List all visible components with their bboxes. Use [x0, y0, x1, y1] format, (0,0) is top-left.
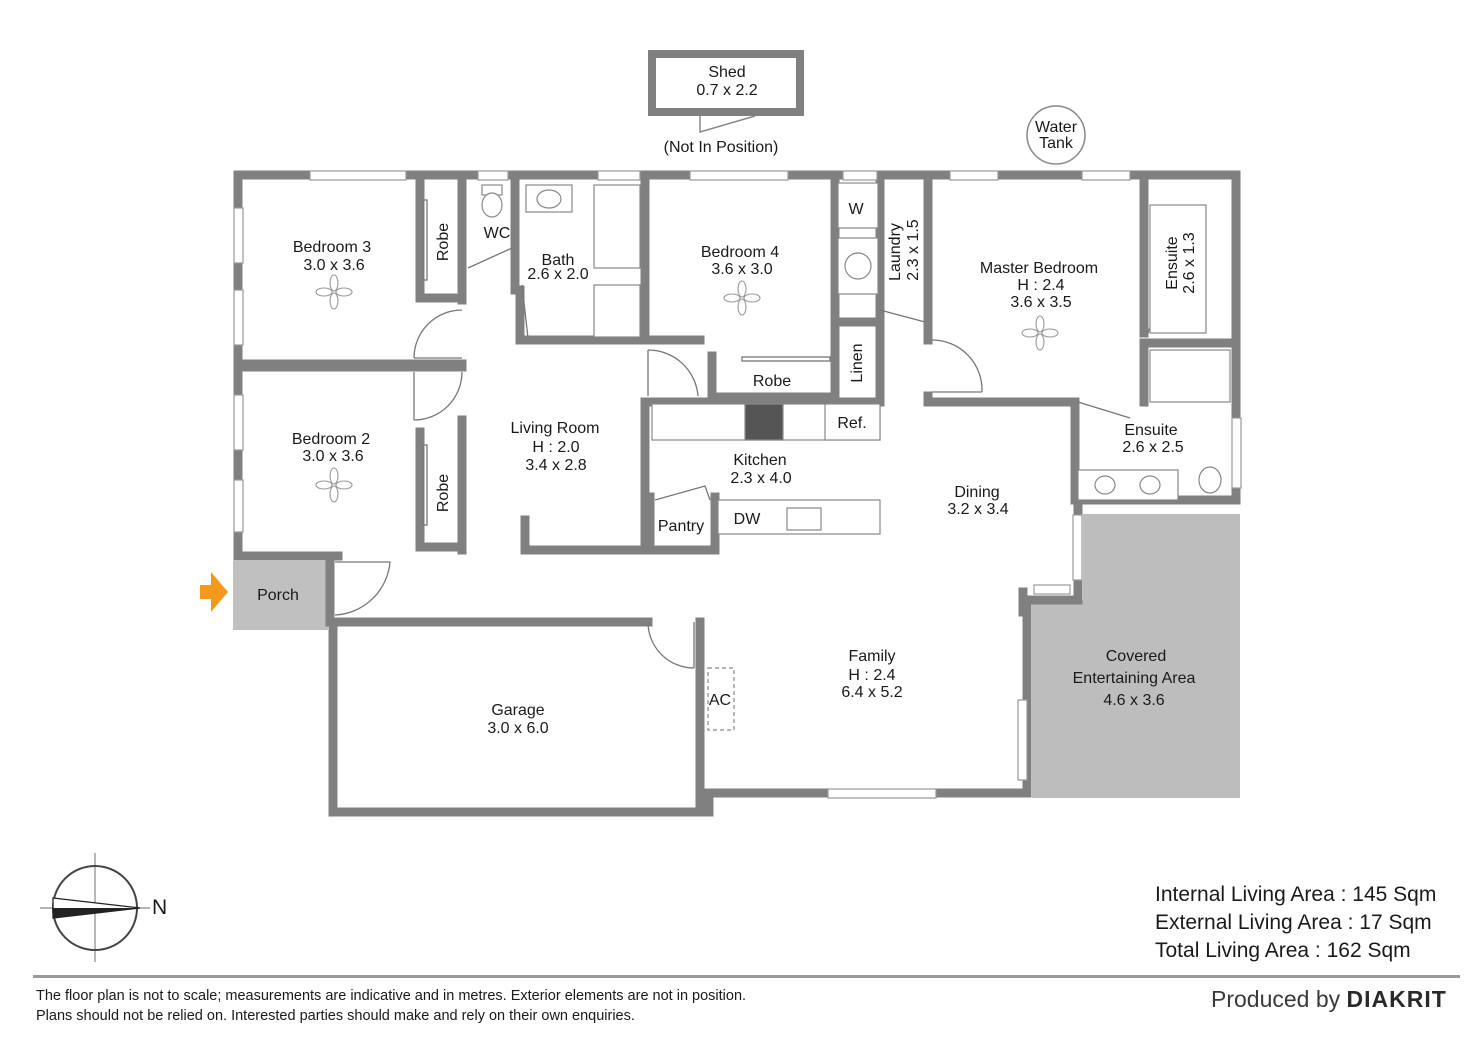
- living-name: Living Room: [511, 420, 600, 437]
- doors: [334, 199, 1161, 669]
- living-size: 3.4 x 2.8: [525, 457, 586, 474]
- ac-label: AC: [709, 692, 731, 709]
- bath-name: Bath: [542, 252, 575, 269]
- bedroom3-name: Bedroom 3: [293, 239, 371, 256]
- robe-b3-label: Robe: [435, 223, 452, 261]
- laundry-size: 2.3 x 1.5: [905, 219, 922, 280]
- garage-name: Garage: [491, 702, 544, 719]
- robe-b2-label: Robe: [435, 474, 452, 512]
- compass-icon: [40, 853, 150, 962]
- bedroom4-size: 3.6 x 3.0: [711, 261, 772, 278]
- master-height: H : 2.4: [1017, 277, 1064, 294]
- bedroom3-size: 3.0 x 3.6: [303, 257, 364, 274]
- ensuite1-size: 2.6 x 1.3: [1181, 232, 1198, 293]
- master-name: Master Bedroom: [980, 260, 1098, 277]
- garage-size: 3.0 x 6.0: [487, 720, 548, 737]
- disclaimer-line1: The floor plan is not to scale; measurem…: [36, 988, 747, 1004]
- ensuite1-name: Ensuite: [1164, 236, 1181, 289]
- covered-area: [1032, 514, 1240, 798]
- ceiling-fans: [315, 274, 1059, 503]
- covered-line1: Covered: [1106, 648, 1166, 665]
- water-tank-line2: Tank: [1039, 135, 1074, 152]
- family-size: 6.4 x 5.2: [841, 684, 902, 701]
- shed: [648, 50, 804, 133]
- disclaimer-line2: Plans should not be relied on. Intereste…: [36, 1008, 635, 1024]
- dining-name: Dining: [954, 484, 999, 501]
- bedroom4-name: Bedroom 4: [701, 244, 779, 261]
- produced-by-credit: Produced by DIAKRIT: [1211, 986, 1447, 1013]
- family-name: Family: [848, 648, 895, 665]
- fixtures: [481, 182, 1231, 731]
- compass-north-label: N: [152, 896, 168, 919]
- laundry-name: Laundry: [887, 223, 904, 281]
- dw-label: DW: [734, 511, 762, 528]
- ensuite2-size: 2.6 x 2.5: [1122, 439, 1183, 456]
- covered-size: 4.6 x 3.6: [1103, 692, 1164, 709]
- ref-label: Ref.: [837, 415, 866, 432]
- dining-size: 3.2 x 3.4: [947, 501, 1008, 518]
- porch-label: Porch: [257, 587, 299, 604]
- shed-size: 0.7 x 2.2: [696, 82, 757, 99]
- total-area: Total Living Area : 162 Sqm: [1155, 939, 1411, 962]
- water-tank-line1: Water: [1035, 119, 1078, 136]
- porch-area: [233, 561, 328, 630]
- kitchen-name: Kitchen: [733, 452, 786, 469]
- entry-arrow-icon: [200, 572, 228, 612]
- windows: [233, 170, 1242, 799]
- wc-label: WC: [484, 225, 511, 242]
- internal-area: Internal Living Area : 145 Sqm: [1155, 883, 1437, 906]
- brand-logo: DIAKRIT: [1346, 986, 1447, 1012]
- pantry-label: Pantry: [658, 518, 704, 535]
- produced-by-text: Produced by: [1211, 986, 1341, 1012]
- family-height: H : 2.4: [848, 667, 895, 684]
- shed-name: Shed: [708, 64, 745, 81]
- water-tank-circle: [1026, 105, 1086, 165]
- linen-label: Linen: [849, 343, 866, 382]
- bedroom2-name: Bedroom 2: [292, 431, 370, 448]
- living-height: H : 2.0: [532, 439, 579, 456]
- ensuite2-name: Ensuite: [1124, 422, 1177, 439]
- w-label: W: [848, 201, 864, 218]
- covered-line2: Entertaining Area: [1073, 670, 1196, 687]
- master-size: 3.6 x 3.5: [1010, 294, 1071, 311]
- bath-size: 2.6 x 2.0: [527, 266, 588, 283]
- footer-divider: [33, 975, 1460, 978]
- bedroom2-size: 3.0 x 3.6: [302, 448, 363, 465]
- robe-b4-label: Robe: [753, 373, 791, 390]
- kitchen-size: 2.3 x 4.0: [730, 470, 791, 487]
- shed-note: (Not In Position): [664, 139, 779, 156]
- external-area: External Living Area : 17 Sqm: [1155, 911, 1432, 934]
